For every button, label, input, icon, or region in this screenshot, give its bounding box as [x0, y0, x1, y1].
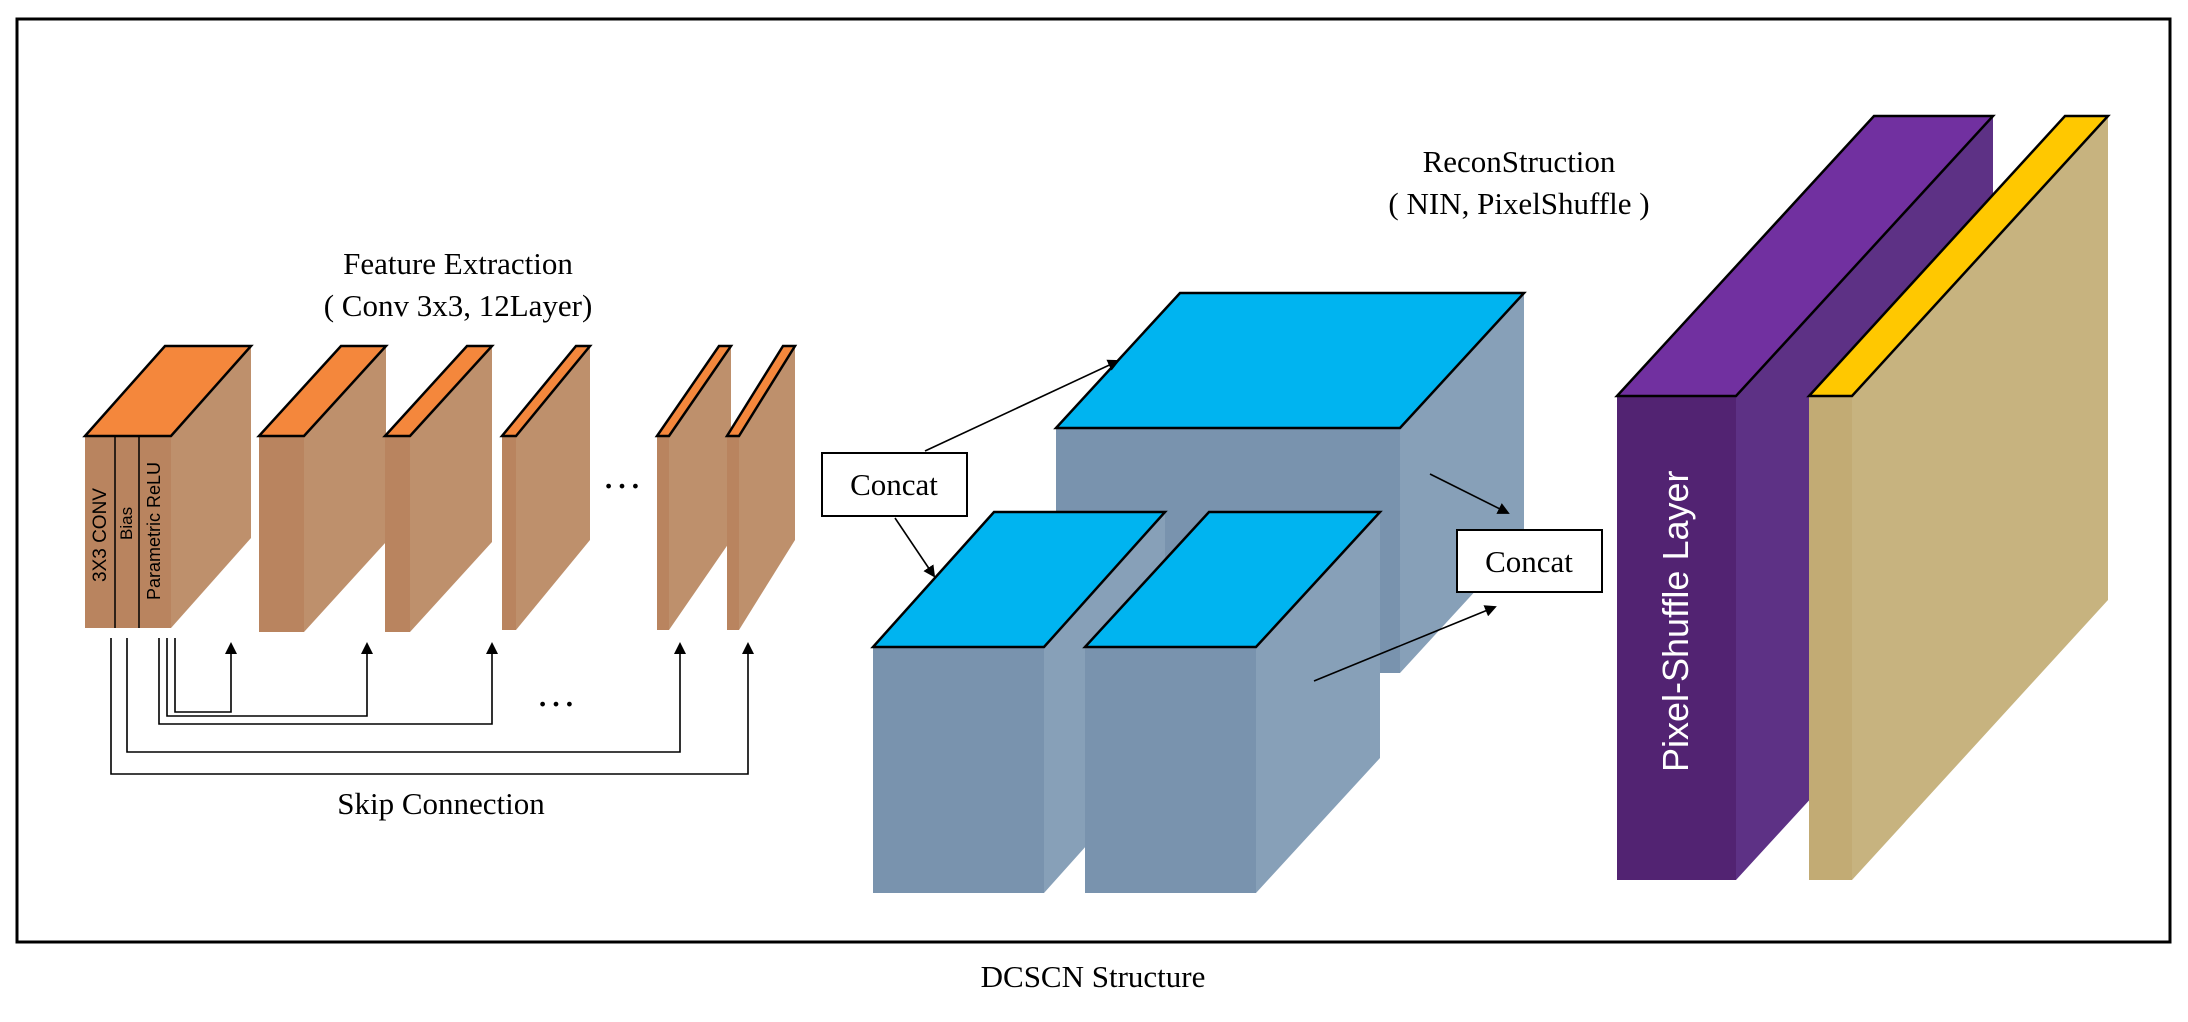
ellipsis-bottom: … — [536, 670, 576, 715]
layer-label-conv: 3X3 CONV — [90, 488, 111, 582]
conv-block-5-side — [669, 346, 731, 630]
concat-box-right: Concat — [1456, 529, 1603, 593]
skip-connection-line-4 — [126, 638, 686, 753]
skip-connection-label: Skip Connection — [337, 786, 545, 821]
recon-front-left-top — [870, 510, 1168, 649]
output-top — [1806, 114, 2111, 398]
conv-block-3-side — [410, 346, 492, 632]
conv-block-5-top — [654, 344, 734, 438]
conv-block-3-top — [382, 344, 495, 438]
conv-block-6-front — [727, 436, 739, 630]
concat-right-rect — [1456, 529, 1603, 593]
conv-block-5-front — [657, 436, 669, 630]
recon-front-right-side — [1256, 512, 1380, 893]
conv-block-3-front — [385, 436, 410, 632]
conv-block-1-top — [82, 344, 254, 438]
reconstruction-subtitle: ( NIN, PixelShuffle ) — [1388, 186, 1649, 221]
conv-layer-block-6 — [724, 344, 798, 630]
diagram-caption: DCSCN Structure — [981, 959, 1206, 994]
skip-connection-line-3 — [158, 638, 498, 725]
conv-block-2-top — [256, 344, 389, 438]
conv-block-6-top — [724, 344, 798, 438]
reconstruction-title: ReconStruction — [1423, 144, 1616, 179]
recon-front-right-block — [1082, 510, 1383, 893]
ellipsis-top: … — [602, 452, 642, 497]
output-front — [1809, 396, 1852, 880]
recon-arrows — [894, 359, 1510, 682]
reconstruction-block: Concat Concat ReconStruction ( NIN, Pixe… — [821, 144, 1650, 893]
feature-extraction-subtitle: ( Conv 3x3, 12Layer) — [324, 288, 593, 323]
conv-layer-block-2 — [256, 344, 389, 632]
skip-connection-line-5 — [110, 638, 754, 775]
feature-extraction-title: Feature Extraction — [343, 246, 573, 281]
conv-block-6-side — [739, 346, 795, 630]
pixel-shuffle-top — [1614, 114, 1996, 398]
skip-connections — [110, 638, 754, 775]
conv-block-4-front — [502, 436, 516, 630]
conv-block-1-side — [171, 346, 251, 628]
feature-extraction-block: 3X3 CONV Bias Parametric ReLU … — [82, 246, 798, 821]
recon-front-left-front — [873, 647, 1044, 893]
conv-layer-block-4 — [499, 344, 593, 630]
skip-connection-line-2 — [166, 638, 373, 717]
recon-back-side — [1400, 293, 1524, 673]
recon-front-right-front — [1085, 647, 1256, 893]
recon-back-top — [1053, 291, 1527, 430]
arrow-front-to-concat — [1313, 605, 1497, 682]
concat-box-left: Concat — [821, 452, 968, 517]
conv-layer-block-3 — [382, 344, 495, 632]
concat-left-label: Concat — [850, 467, 938, 502]
conv-block-4-side — [516, 346, 590, 630]
conv-block-1-front — [85, 436, 171, 628]
pixel-shuffle-front — [1617, 396, 1736, 880]
arrow-back-to-concat — [1429, 473, 1510, 514]
diagram-frame — [15, 17, 2172, 944]
concat-right-label: Concat — [1485, 544, 1573, 579]
skip-connection-line-1 — [174, 638, 237, 713]
conv-block-2-side — [304, 346, 386, 632]
layer-label-prelu: Parametric ReLU — [144, 462, 164, 600]
output-side — [1852, 116, 2108, 880]
concat-left-rect — [821, 452, 968, 517]
pixel-shuffle-label: Pixel-Shuffle Layer — [1655, 470, 1696, 772]
arrow-concat-to-front-block — [894, 517, 936, 578]
arrow-concat-to-back-block — [924, 359, 1120, 452]
conv-layer-block-5 — [654, 344, 734, 630]
conv-block-4-top — [499, 344, 593, 438]
layer-label-bias: Bias — [117, 507, 136, 540]
conv-block-2-front — [259, 436, 304, 632]
recon-front-right-top — [1082, 510, 1383, 649]
output-image-block — [1806, 114, 2111, 880]
conv-layer-block-1: 3X3 CONV Bias Parametric ReLU — [82, 344, 254, 628]
pixel-shuffle-block: Pixel-Shuffle Layer — [1614, 114, 2111, 880]
